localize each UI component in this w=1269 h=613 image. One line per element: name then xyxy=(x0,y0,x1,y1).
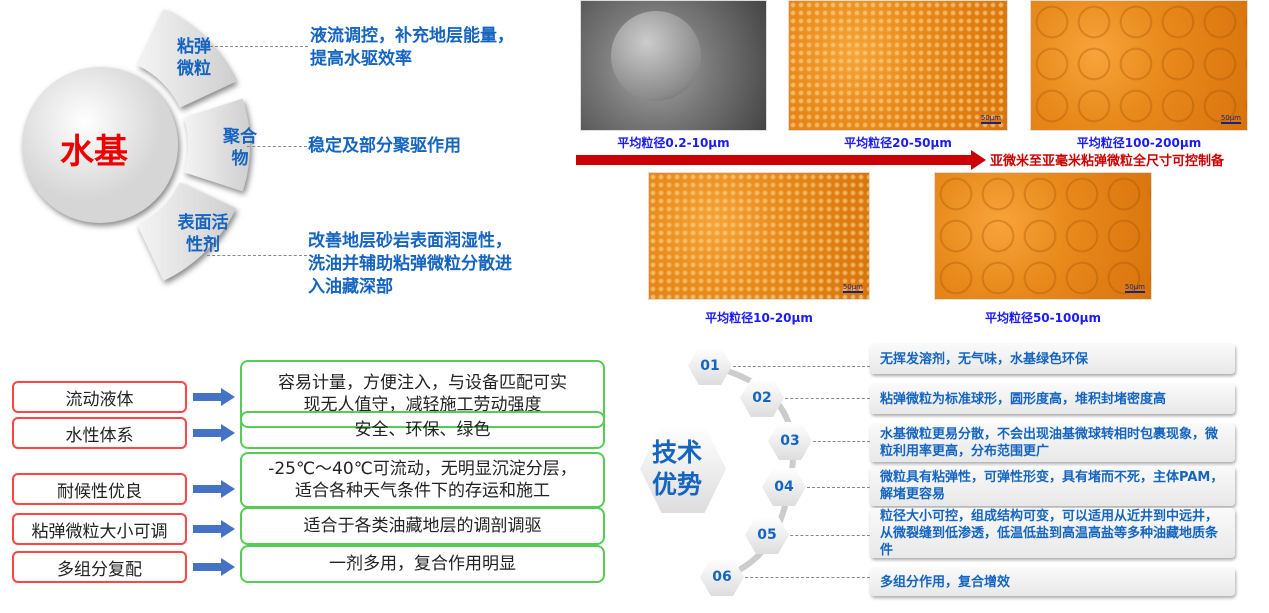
water-based-ring xyxy=(22,9,251,281)
segment-desc-polymer: 稳定及部分聚驱作用 xyxy=(308,136,461,156)
advantage-item: 水基微粒更易分散，不会出现油基微球转相时包裹现象，微粒利用率更高，分布范围更广 xyxy=(870,424,1235,462)
caption: 平均粒径50-100μm xyxy=(984,311,1102,325)
connector-line xyxy=(802,487,870,488)
micrograph-10-20: 50μm xyxy=(648,172,870,300)
caption: 平均粒径100-200μm xyxy=(1076,136,1202,150)
connector-line xyxy=(785,535,870,536)
feature-label: 水性体系 xyxy=(12,417,187,449)
feature-desc: 安全、环保、绿色 xyxy=(240,411,605,449)
segment-polymer xyxy=(183,98,251,192)
feature-desc: 容易计量，方便注入，与设备匹配可实现无人值守，减轻施工劳动强度 xyxy=(240,360,605,428)
advantage-item: 微粒具有粘弹性，可弹性形变，具有堵而不死，主体PAM，解堵更容易 xyxy=(870,466,1235,506)
advantage-item: 无挥发溶剂，无气味，水基绿色环保 xyxy=(870,344,1235,374)
connector-line xyxy=(728,366,870,367)
connector-line xyxy=(808,441,870,442)
micrograph-50-100: 50μm xyxy=(934,172,1152,300)
micrograph-20-50: 50μm xyxy=(788,0,1008,131)
size-range-arrow xyxy=(576,150,986,170)
connector-line xyxy=(740,577,870,578)
caption: 平均粒径0.2-10μm xyxy=(617,136,730,150)
advantage-item: 粘弹微粒为标准球形，圆形度高，堆积封堵密度高 xyxy=(870,384,1235,414)
arrow-right-icon xyxy=(193,520,235,538)
feature-desc: 一剂多用，复合作用明显 xyxy=(240,545,605,583)
size-range-text: 亚微米至亚毫米粘弹微粒全尺寸可控制备 xyxy=(990,154,1225,169)
arrow-right-icon xyxy=(193,424,235,442)
water-based-title: 水基 xyxy=(60,132,128,172)
connector-line xyxy=(207,255,307,256)
segment-desc-particles: 液流调控，补充地层能量，提高水驱效率 xyxy=(310,26,514,69)
segment-particles xyxy=(137,9,236,108)
caption: 平均粒径10-20μm xyxy=(705,311,813,325)
feature-label: 流动液体 xyxy=(12,381,187,413)
segment-label-particles: 粘弹微粒 xyxy=(177,37,211,79)
arrow-right-icon xyxy=(193,558,235,576)
arrow-right-icon xyxy=(193,388,235,406)
feature-desc: -25℃～40℃可流动，无明显沉淀分层，适合各种天气条件下的存运和施工 xyxy=(240,452,605,508)
sem-micrograph xyxy=(580,0,767,131)
micrograph-100-200: 50μm xyxy=(1030,0,1248,131)
advantage-title: 技术优势 xyxy=(652,438,703,499)
feature-label: 多组分复配 xyxy=(12,551,187,583)
segment-surfactant xyxy=(137,182,236,281)
feature-label: 耐候性优良 xyxy=(12,473,187,505)
advantage-item: 粒径大小可控，组成结构可变，可以适用从近井到中远井，从微裂缝到低渗透，低温低盐到… xyxy=(870,508,1235,558)
segment-label-surfactant: 表面活性剂 xyxy=(177,213,229,255)
connector-line xyxy=(780,398,870,399)
advantage-item: 多组分作用，复合增效 xyxy=(870,568,1235,596)
feature-desc: 适合于各类油藏地层的调剖调驱 xyxy=(240,507,605,545)
connector-line xyxy=(210,46,308,47)
arrow-right-icon xyxy=(193,480,235,498)
segment-desc-surfactant: 改善地层砂岩表面润湿性，洗油并辅助粘弹微粒分散进入油藏深部 xyxy=(308,231,512,297)
connector-line xyxy=(247,146,307,147)
caption: 平均粒径20-50μm xyxy=(844,136,952,150)
segment-label-polymer: 聚合物 xyxy=(223,127,257,169)
feature-label: 粘弹微粒大小可调 xyxy=(12,513,187,545)
